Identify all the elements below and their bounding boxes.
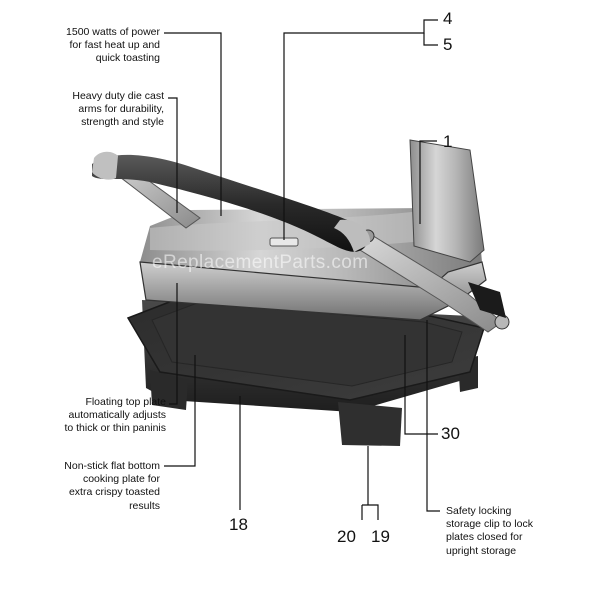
callout-arms: Heavy duty die cast arms for durability,… [72,90,164,129]
part-number-30: 30 [441,424,460,443]
part-number-4: 4 [443,9,453,28]
part-number-19: 19 [371,527,390,546]
part-number-18: 18 [229,515,248,534]
callout-power: 1500 watts of power for fast heat up and… [66,26,160,65]
callout-safety-clip: Safety locking storage clip to lock plat… [446,505,533,557]
callout-nonstick: Non-stick flat bottom cooking plate for … [64,460,160,512]
part-number-5: 5 [443,35,453,54]
grill-handle [92,151,371,252]
callout-floating-plate: Floating top plate automatically adjusts… [64,396,166,435]
watermark: eReplacementParts.com [152,252,369,273]
part-number-1: 1 [443,132,453,151]
part-number-20: 20 [337,527,356,546]
leader-lines [164,19,440,520]
grill-base [126,293,485,446]
